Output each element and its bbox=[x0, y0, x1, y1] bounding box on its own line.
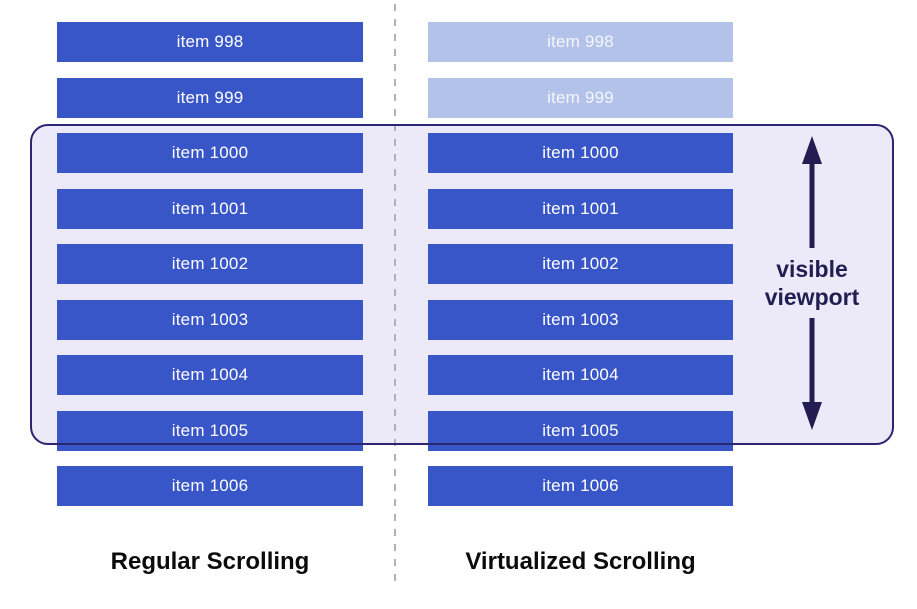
list-item: item 998 bbox=[428, 22, 733, 62]
list-item: item 1002 bbox=[428, 244, 733, 284]
virtualized-scrolling-title: Virtualized Scrolling bbox=[465, 548, 696, 575]
list-item: item 998 bbox=[57, 22, 363, 62]
list-item-label: item 1001 bbox=[171, 198, 249, 218]
list-item: item 1000 bbox=[57, 133, 363, 173]
list-item: item 1003 bbox=[428, 299, 733, 340]
list-item: item 1004 bbox=[428, 355, 733, 395]
column-divider-dashed-line bbox=[394, 4, 396, 586]
list-item-label: item 1002 bbox=[171, 254, 249, 273]
list-item-label: item 1006 bbox=[542, 476, 619, 495]
list-item-label: item 1003 bbox=[542, 309, 619, 329]
list-item-label: item 999 bbox=[547, 87, 614, 107]
list-item-label: item 1002 bbox=[542, 254, 619, 273]
visible-viewport-label-line1: visible bbox=[776, 256, 848, 282]
list-item: item 1005 bbox=[57, 410, 363, 451]
list-item: item 1001 bbox=[428, 188, 733, 229]
list-item-label: item 1001 bbox=[542, 198, 619, 218]
list-item: item 1004 bbox=[57, 355, 363, 395]
list-item: item 1006 bbox=[57, 466, 363, 506]
list-item-label: item 1000 bbox=[171, 143, 249, 162]
list-item-label: item 1005 bbox=[542, 420, 619, 440]
virtualized-scrolling-list: item 998 item 999 item 1000 item 1001 it… bbox=[428, 22, 733, 506]
list-item: item 1001 bbox=[57, 188, 363, 229]
list-item: item 999 bbox=[57, 77, 363, 118]
arrow-down-icon bbox=[802, 318, 822, 430]
regular-scrolling-title: Regular Scrolling bbox=[110, 548, 310, 575]
list-item: item 1005 bbox=[428, 410, 733, 451]
list-item: item 999 bbox=[428, 77, 733, 118]
list-item: item 1002 bbox=[57, 244, 363, 284]
visible-viewport-label-line2: viewport bbox=[764, 284, 860, 310]
list-item: item 1000 bbox=[428, 133, 733, 173]
viewport-extent-indicator: visible viewport bbox=[757, 136, 867, 430]
list-item-label: item 1000 bbox=[542, 143, 619, 162]
visible-viewport-label: visible viewport bbox=[765, 255, 860, 311]
list-item-label: item 1005 bbox=[171, 420, 249, 440]
arrow-up-icon bbox=[802, 136, 822, 248]
regular-scrolling-list: item 998 item 999 item 1000 item 1001 it… bbox=[57, 22, 363, 506]
list-item-label: item 1004 bbox=[542, 365, 619, 384]
list-item-label: item 999 bbox=[176, 87, 244, 107]
list-item-label: item 1004 bbox=[171, 365, 249, 384]
list-item-label: item 998 bbox=[547, 32, 614, 51]
list-item-label: item 998 bbox=[176, 32, 244, 51]
list-item: item 1006 bbox=[428, 466, 733, 506]
list-item-label: item 1006 bbox=[171, 476, 249, 495]
list-item: item 1003 bbox=[57, 299, 363, 340]
list-item-label: item 1003 bbox=[171, 309, 249, 329]
